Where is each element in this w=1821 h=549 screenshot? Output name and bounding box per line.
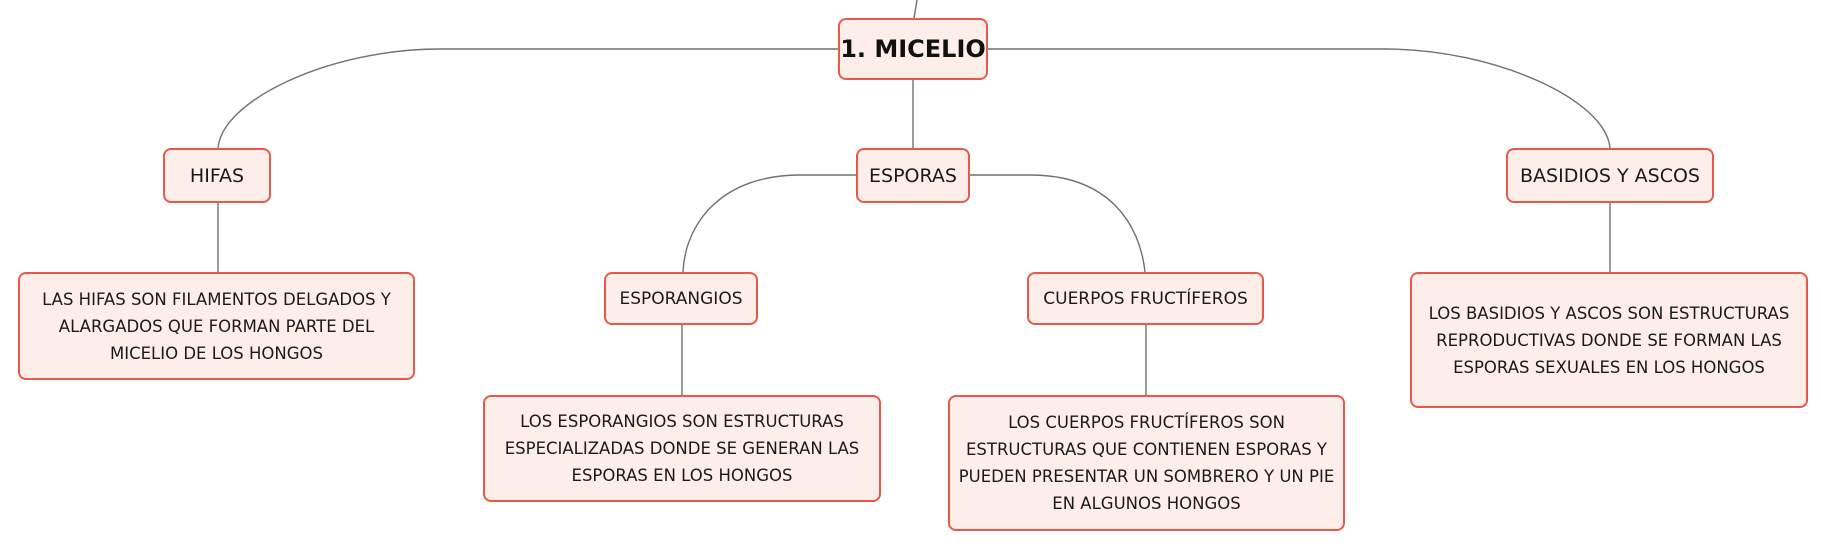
subtopic-node-label: ESPORANGIOS — [619, 288, 743, 309]
subtopic-node-cuerpos-fructiferos[interactable]: CUERPOS FRUCTÍFEROS — [1027, 272, 1264, 325]
description-node-hifas[interactable]: LAS HIFAS SON FILAMENTOS DELGADOS Y ALAR… — [18, 272, 415, 380]
description-node-basidios-ascos[interactable]: LOS BASIDIOS Y ASCOS SON ESTRUCTURAS REP… — [1410, 272, 1808, 408]
connector-esporas-to-esporangios — [682, 174, 856, 273]
description-text: LAS HIFAS SON FILAMENTOS DELGADOS Y ALAR… — [42, 289, 391, 363]
description-text: LOS ESPORANGIOS SON ESTRUCTURAS ESPECIAL… — [504, 412, 860, 485]
topic-node-label: HIFAS — [189, 164, 245, 187]
topic-node-basidios-ascos[interactable]: BASIDIOS Y ASCOS — [1506, 148, 1714, 203]
connector-root-to-hifas — [217, 48, 838, 149]
topic-node-esporas[interactable]: ESPORAS — [856, 148, 970, 203]
topic-node-label: BASIDIOS Y ASCOS — [1520, 164, 1700, 187]
description-text: LOS BASIDIOS Y ASCOS SON ESTRUCTURAS REP… — [1428, 303, 1790, 377]
subtopic-node-label: CUERPOS FRUCTÍFEROS — [1043, 288, 1248, 309]
description-text: LOS CUERPOS FRUCTÍFEROS SON ESTRUCTURAS … — [958, 413, 1335, 513]
description-node-esporangios[interactable]: LOS ESPORANGIOS SON ESTRUCTURAS ESPECIAL… — [483, 395, 881, 502]
subtopic-node-esporangios[interactable]: ESPORANGIOS — [604, 272, 758, 325]
root-node-label: 1. MICELIO — [840, 35, 986, 63]
topic-node-label: ESPORAS — [869, 164, 957, 187]
connector-esporas-to-cuerpos — [970, 174, 1146, 273]
topic-node-hifas[interactable]: HIFAS — [163, 148, 271, 203]
connector-parent-to-root — [913, 0, 918, 19]
connector-root-to-basidios — [988, 48, 1611, 149]
description-node-cuerpos-fructiferos[interactable]: LOS CUERPOS FRUCTÍFEROS SON ESTRUCTURAS … — [948, 395, 1345, 531]
root-node-micelio[interactable]: 1. MICELIO — [838, 18, 988, 80]
